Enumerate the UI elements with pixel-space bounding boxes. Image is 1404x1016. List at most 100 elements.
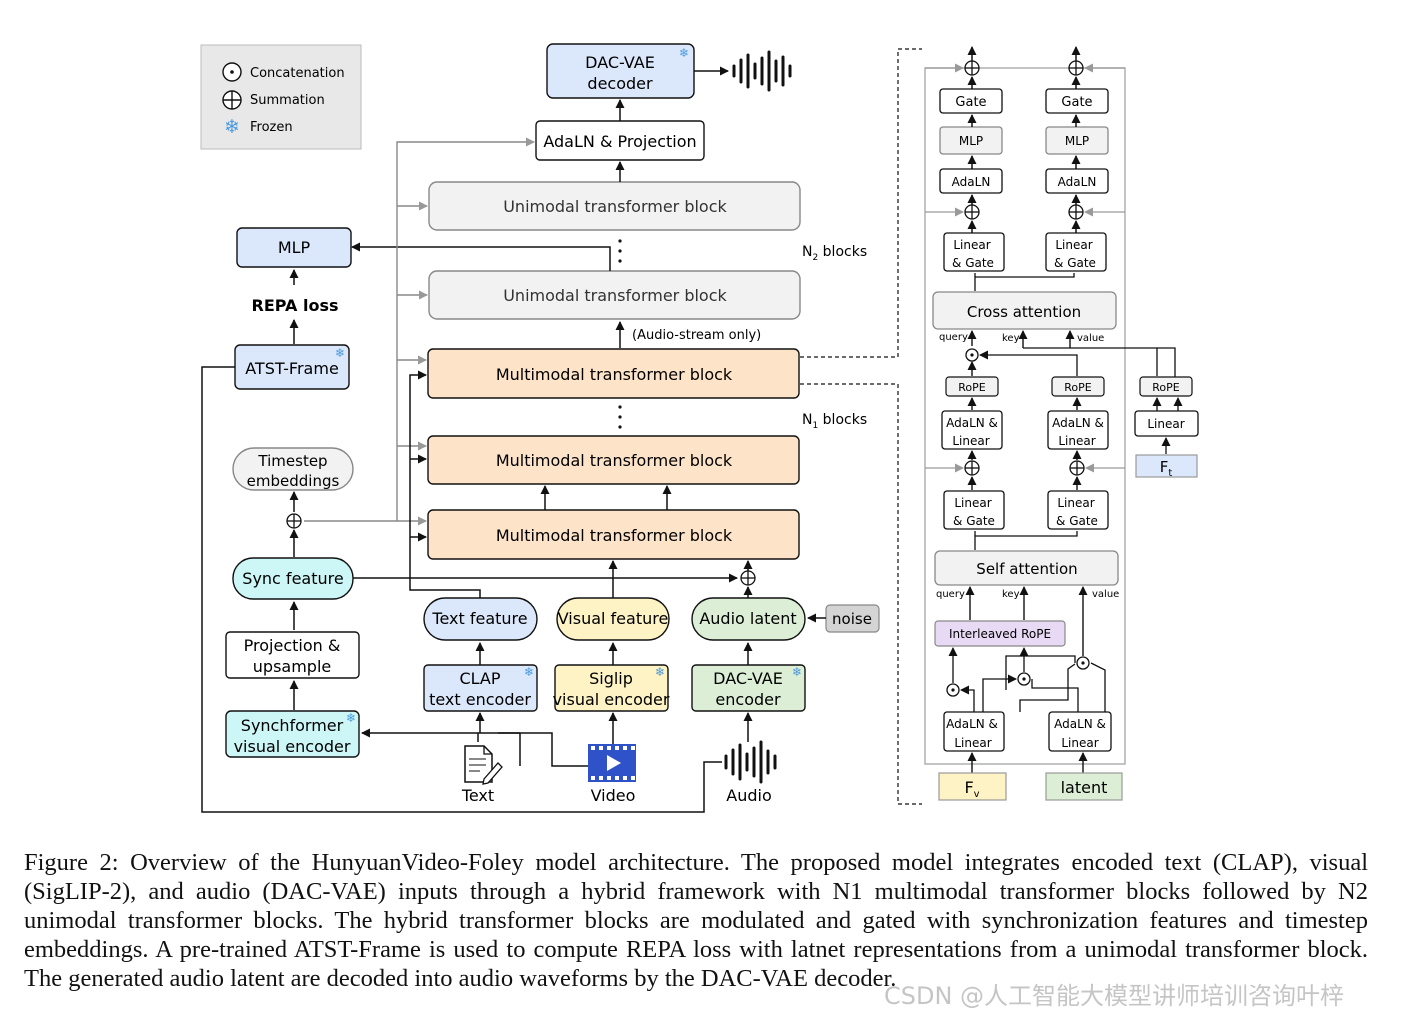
summation-icon: [286, 513, 302, 529]
svg-text:Interleaved RoPE: Interleaved RoPE: [949, 627, 1051, 641]
svg-text:Text feature: Text feature: [431, 609, 527, 628]
svg-text:Timestep: Timestep: [257, 452, 327, 470]
svg-text:embeddings: embeddings: [247, 472, 340, 490]
synchformer-box: Synchformer visual encoder ❄: [225, 710, 360, 758]
legend-concatenation: Concatenation: [250, 66, 345, 81]
dac-vae-encoder-box: DAC-VAE encoder ❄: [691, 664, 806, 712]
snowflake-icon: ❄: [335, 346, 345, 360]
unimodal-block-top: Unimodal transformer block: [428, 181, 801, 231]
svg-text:Gate: Gate: [1061, 95, 1092, 110]
projection-upsample-box: Projection & upsample: [225, 631, 360, 679]
svg-text:key: key: [1002, 333, 1020, 344]
svg-text:AdaLN: AdaLN: [1058, 175, 1097, 189]
svg-text:MLP: MLP: [959, 134, 983, 148]
audio-input-label: Audio: [726, 786, 771, 805]
multimodal-block-middle: Multimodal transformer block: [427, 435, 800, 485]
sync-feature-box: Sync feature: [232, 557, 354, 600]
svg-text:Linear: Linear: [1061, 736, 1098, 750]
architecture-diagram: Concatenation Summation ❄ Frozen DAC-VAE…: [200, 43, 1199, 813]
snowflake-icon: ❄: [346, 711, 356, 725]
svg-text:Audio latent: Audio latent: [699, 609, 796, 628]
repa-loss-label: REPA loss: [252, 296, 339, 315]
audio-waveform-icon: [724, 740, 777, 784]
svg-text:Visual feature: Visual feature: [558, 609, 669, 628]
svg-text:Synchformer: Synchformer: [241, 716, 344, 735]
svg-text:Self attention: Self attention: [976, 560, 1077, 578]
svg-text:RoPE: RoPE: [958, 381, 986, 394]
svg-text:text encoder: text encoder: [429, 690, 531, 709]
svg-text:Gate: Gate: [955, 95, 986, 110]
svg-text:Linear: Linear: [1058, 434, 1095, 448]
svg-text:Multimodal transformer block: Multimodal transformer block: [496, 451, 733, 470]
svg-text:AdaLN &: AdaLN &: [946, 416, 998, 430]
svg-text:MLP: MLP: [278, 238, 311, 257]
svg-text:Cross attention: Cross attention: [967, 303, 1081, 321]
svg-text:MLP: MLP: [1065, 134, 1089, 148]
svg-text:Multimodal transformer block: Multimodal transformer block: [496, 526, 733, 545]
svg-text:DAC-VAE: DAC-VAE: [585, 53, 655, 72]
text-feature-box: Text feature: [423, 597, 538, 641]
svg-text:AdaLN &: AdaLN &: [946, 717, 998, 731]
watermark: CSDN @人工智能大模型讲师培训咨询叶梓: [884, 982, 1345, 1010]
svg-text:Unimodal transformer block: Unimodal transformer block: [503, 197, 727, 216]
svg-text:CLAP: CLAP: [459, 669, 500, 688]
concatenation-icon: [222, 62, 242, 82]
svg-text:ATST-Frame: ATST-Frame: [245, 359, 339, 378]
svg-text:AdaLN & Projection: AdaLN & Projection: [543, 132, 696, 151]
video-input-label: Video: [591, 786, 636, 805]
svg-text:DAC-VAE: DAC-VAE: [713, 669, 783, 688]
svg-text:Linear: Linear: [1147, 417, 1184, 431]
svg-text:latent: latent: [1061, 778, 1108, 797]
ft-label: Ft: [1160, 458, 1173, 479]
svg-text:Projection &: Projection &: [244, 636, 341, 655]
siglip-encoder-box: Siglip visual encoder ❄: [553, 664, 670, 712]
multimodal-block-top: Multimodal transformer block: [427, 348, 800, 399]
n2-blocks-label: N2 blocks: [802, 244, 867, 263]
unimodal-block-bottom: Unimodal transformer block: [428, 270, 801, 320]
legend-summation: Summation: [250, 93, 325, 108]
atst-frame-box: ATST-Frame ❄: [234, 344, 350, 390]
svg-text:Linear: Linear: [952, 434, 989, 448]
svg-text:decoder: decoder: [587, 74, 653, 93]
svg-text:Linear: Linear: [1055, 238, 1092, 252]
snowflake-icon: ❄: [655, 665, 665, 679]
svg-text:key: key: [1002, 589, 1020, 600]
fv-label: Fv: [964, 778, 979, 800]
noise-box: noise: [825, 604, 880, 633]
svg-text:& Gate: & Gate: [952, 256, 994, 270]
figure-caption: Figure 2: Overview of the HunyuanVideo-F…: [24, 849, 1368, 992]
summation-icon: [740, 570, 756, 586]
visual-feature-box: Visual feature: [556, 597, 670, 641]
snowflake-icon: ❄: [679, 46, 689, 60]
snowflake-icon: ❄: [524, 665, 534, 679]
clap-encoder-box: CLAP text encoder ❄: [423, 664, 538, 712]
svg-text:Unimodal transformer block: Unimodal transformer block: [503, 286, 727, 305]
svg-text:visual encoder: visual encoder: [553, 690, 670, 709]
svg-text:AdaLN &: AdaLN &: [1052, 416, 1104, 430]
vertical-ellipsis: [618, 239, 622, 263]
svg-text:upsample: upsample: [253, 657, 331, 676]
svg-text:Sync feature: Sync feature: [242, 569, 343, 588]
svg-text:Linear: Linear: [954, 736, 991, 750]
text-document-icon: [464, 745, 503, 785]
svg-text:Linear: Linear: [954, 496, 991, 510]
svg-text:AdaLN: AdaLN: [952, 175, 991, 189]
audio-waveform-icon: [732, 50, 792, 92]
audio-stream-only-label: (Audio-stream only): [632, 328, 761, 343]
svg-text:RoPE: RoPE: [1064, 381, 1092, 394]
svg-text:query: query: [939, 332, 968, 343]
svg-text:Linear: Linear: [1057, 496, 1094, 510]
video-icon: [588, 744, 636, 782]
svg-text:& Gate: & Gate: [1054, 256, 1096, 270]
svg-text:& Gate: & Gate: [953, 514, 995, 528]
dac-vae-decoder-box: DAC-VAE decoder ❄: [546, 43, 695, 99]
svg-text:value: value: [1092, 589, 1119, 600]
legend-frozen: Frozen: [250, 120, 293, 135]
svg-text:& Gate: & Gate: [1056, 514, 1098, 528]
svg-text:Multimodal transformer block: Multimodal transformer block: [496, 365, 733, 384]
adaln-projection-box: AdaLN & Projection: [535, 120, 705, 161]
mlp-box: MLP: [236, 227, 352, 268]
snowflake-icon: ❄: [224, 116, 240, 138]
multimodal-block-bottom: Multimodal transformer block: [427, 509, 800, 560]
snowflake-icon: ❄: [792, 665, 802, 679]
